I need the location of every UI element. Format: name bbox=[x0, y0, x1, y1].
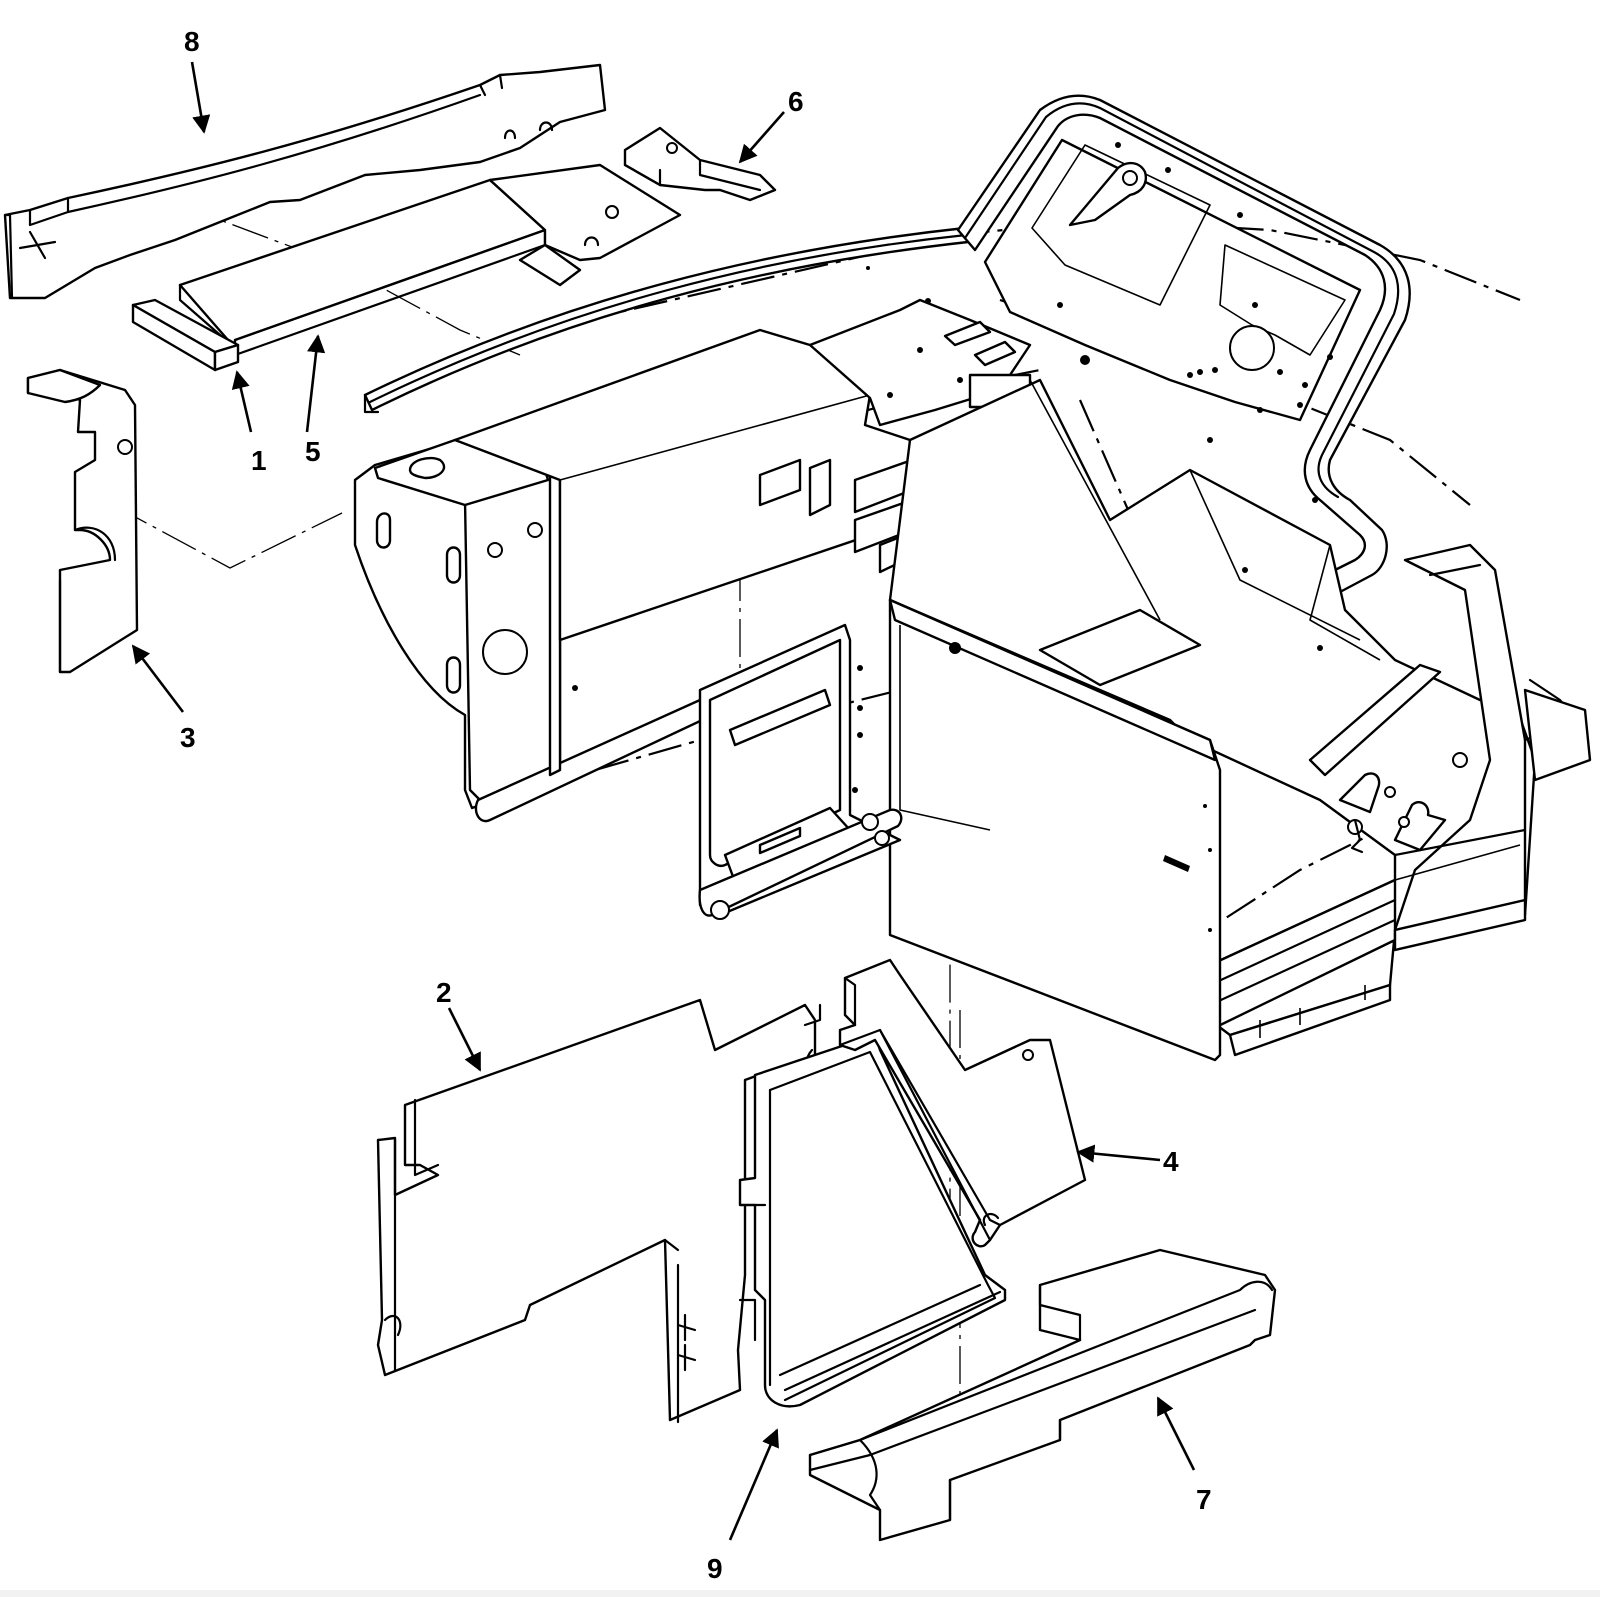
callout-2: 2 bbox=[436, 977, 452, 1008]
part-3-side-insulation bbox=[26, 368, 139, 674]
callout-5: 5 bbox=[305, 436, 321, 467]
callout-labels: 8 6 1 5 3 2 4 7 9 bbox=[180, 26, 1212, 1584]
part-2-side-insulation bbox=[376, 998, 822, 1424]
upper-tunnel-box bbox=[453, 266, 1032, 642]
part-9-front-insulation bbox=[738, 1033, 1007, 1408]
part-7-floor-insulation bbox=[808, 1248, 1277, 1542]
rear-floor-box bbox=[888, 378, 1592, 1057]
center-vertical-pan bbox=[698, 623, 903, 920]
front-lower-box bbox=[888, 598, 1222, 1062]
part-4-insulation-panel bbox=[838, 958, 1087, 1248]
callout-7: 7 bbox=[1196, 1484, 1212, 1515]
callout-8: 8 bbox=[184, 26, 200, 57]
dash-console-frame bbox=[363, 94, 1411, 594]
callout-6: 6 bbox=[788, 86, 804, 117]
callout-leaders bbox=[131, 61, 1196, 1541]
part-6-insulation-block bbox=[623, 126, 777, 202]
callout-4: 4 bbox=[1163, 1146, 1179, 1177]
page-bottom-strip bbox=[0, 1590, 1600, 1597]
callout-3: 3 bbox=[180, 722, 196, 753]
callout-1: 1 bbox=[251, 445, 267, 476]
part-1-small-strip bbox=[131, 298, 240, 372]
part-8-insulation-strip bbox=[3, 63, 607, 300]
callout-9: 9 bbox=[707, 1553, 723, 1584]
